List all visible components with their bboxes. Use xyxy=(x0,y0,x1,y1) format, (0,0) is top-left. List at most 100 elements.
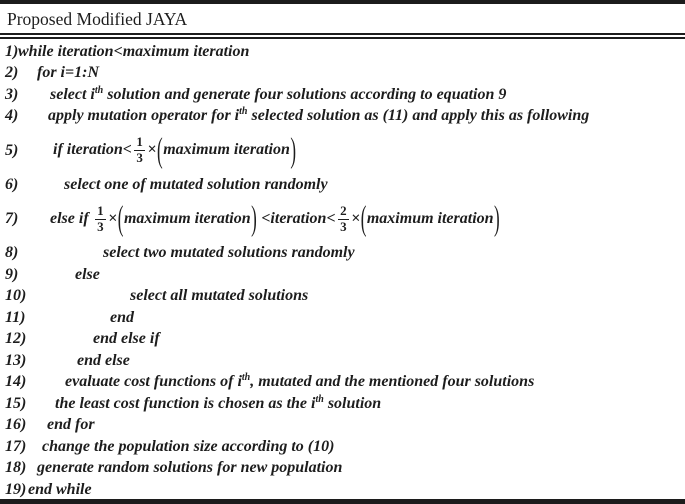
text-segment: solution xyxy=(323,394,382,412)
pseudocode-line-1: 1)while iteration<maximum iteration xyxy=(0,41,685,63)
text-segment: else if xyxy=(50,209,93,227)
pseudocode-line-13: 13) end else xyxy=(0,350,685,372)
text-segment: generate random solutions for new popula… xyxy=(37,459,343,477)
right-paren-tall: ) xyxy=(251,198,257,238)
line-number: 8) xyxy=(5,244,19,262)
line-number: 11) xyxy=(5,308,26,326)
pseudocode-line-6: 6) select one of mutated solution randoml… xyxy=(0,174,685,196)
fraction-denominator: 3 xyxy=(136,150,143,165)
line-number: 16) xyxy=(5,416,27,434)
superscript: th xyxy=(315,393,324,405)
pseudocode-line-15: 15) the least cost function is chosen as … xyxy=(0,393,685,415)
line-content: evaluate cost functions of ith, mutated … xyxy=(65,373,534,391)
line-content: the least cost function is chosen as the… xyxy=(55,393,382,413)
text-segment: apply mutation operator for i xyxy=(48,107,240,125)
text-segment: the least cost function is chosen as the… xyxy=(55,394,316,412)
line-number: 14) xyxy=(5,373,27,391)
line-content: for i=1:N xyxy=(37,64,99,82)
fraction-numerator: 2 xyxy=(337,203,350,220)
pseudocode-line-2: 2) for i=1:N xyxy=(0,63,685,85)
text-segment: for i=1:N xyxy=(37,64,99,82)
text-segment: maximum iteration xyxy=(123,209,251,227)
algorithm-title: Proposed Modified JAYA xyxy=(0,4,685,39)
superscript: th xyxy=(241,372,251,384)
line-number: 5) xyxy=(5,141,19,159)
text-segment: select two mutated solutions randomly xyxy=(103,244,355,262)
text-segment: × xyxy=(147,141,157,159)
line-number: 15) xyxy=(5,394,27,412)
line-content: end else xyxy=(77,352,130,370)
text-segment: end xyxy=(110,308,134,326)
line-number: 10) xyxy=(5,287,27,305)
text-segment: select all mutated solutions xyxy=(130,287,309,305)
text-segment: maximum iteration xyxy=(366,209,494,227)
text-segment: else xyxy=(75,265,100,283)
pseudocode-line-14: 14) evaluate cost functions of ith, mutat… xyxy=(0,372,685,394)
pseudocode-line-11: 11) end xyxy=(0,307,685,329)
line-content: change the population size according to … xyxy=(42,438,334,456)
line-content: end for xyxy=(47,416,95,434)
pseudocode-line-3: 3) select ith solution and generate four … xyxy=(0,84,685,106)
superscript: th xyxy=(239,106,248,118)
pseudocode-line-8: 8) select two mutated solutions randomly xyxy=(0,243,685,265)
pseudocode-line-10: 10) select all mutated solutions xyxy=(0,286,685,308)
text-segment: while iteration<maximum iteration xyxy=(18,42,250,60)
pseudocode-line-12: 12) end else if xyxy=(0,329,685,351)
pseudocode-line-19: 19)end while xyxy=(0,479,685,501)
line-content: select one of mutated solution randomly xyxy=(64,176,328,194)
pseudocode-line-18: 18) generate random solutions for new pop… xyxy=(0,458,685,480)
line-number: 9) xyxy=(5,265,19,283)
fraction-numerator: 1 xyxy=(133,134,146,151)
pseudocode-line-9: 9) else xyxy=(0,264,685,286)
line-content: end xyxy=(110,309,134,327)
text-segment: × xyxy=(108,209,118,227)
line-number: 7) xyxy=(5,210,19,227)
fraction-denominator: 3 xyxy=(97,218,104,234)
line-content: select ith solution and generate four so… xyxy=(50,84,507,104)
line-number: 13) xyxy=(5,351,27,369)
line-number: 12) xyxy=(5,330,27,348)
fraction-denominator: 3 xyxy=(340,218,347,234)
line-number: 2) xyxy=(5,64,19,82)
left-paren-tall: ( xyxy=(117,198,124,238)
line-number: 18) xyxy=(5,459,27,477)
line-content: select all mutated solutions xyxy=(130,287,308,305)
right-paren-tall: ) xyxy=(494,198,500,238)
line-number: 3) xyxy=(5,85,19,103)
pseudocode-line-4: 4)apply mutation operator for ith select… xyxy=(0,106,685,128)
fraction-numerator: 1 xyxy=(94,203,107,220)
line-content: generate random solutions for new popula… xyxy=(37,459,342,477)
text-segment: select i xyxy=(50,85,95,103)
text-segment: if iteration< xyxy=(53,141,132,159)
text-segment: solution and generate four solutions acc… xyxy=(103,85,507,103)
line-number: 6) xyxy=(5,175,19,193)
text-segment: end for xyxy=(47,416,95,434)
left-paren-tall: ( xyxy=(360,198,367,238)
pseudocode-line-16: 16) end for xyxy=(0,415,685,437)
line-number: 19) xyxy=(5,480,27,498)
line-number: 1) xyxy=(5,42,19,60)
line-content: select two mutated solutions randomly xyxy=(103,244,355,262)
text-segment: end else xyxy=(77,351,130,369)
line-content: end else if xyxy=(93,330,160,348)
line-number: 17) xyxy=(5,437,27,455)
line-content: end while xyxy=(28,481,92,499)
text-segment: select one of mutated solution randomly xyxy=(64,175,328,193)
text-segment: × xyxy=(351,209,361,227)
superscript: th xyxy=(94,84,104,96)
text-segment: evaluate cost functions of i xyxy=(65,373,242,391)
text-segment: end else if xyxy=(93,330,160,348)
text-segment: maximum iteration xyxy=(163,141,290,159)
right-paren-tall: ) xyxy=(290,130,297,169)
pseudocode-line-17: 17) change the population size according … xyxy=(0,436,685,458)
text-segment: selected solution as (11) and apply this… xyxy=(247,107,590,125)
